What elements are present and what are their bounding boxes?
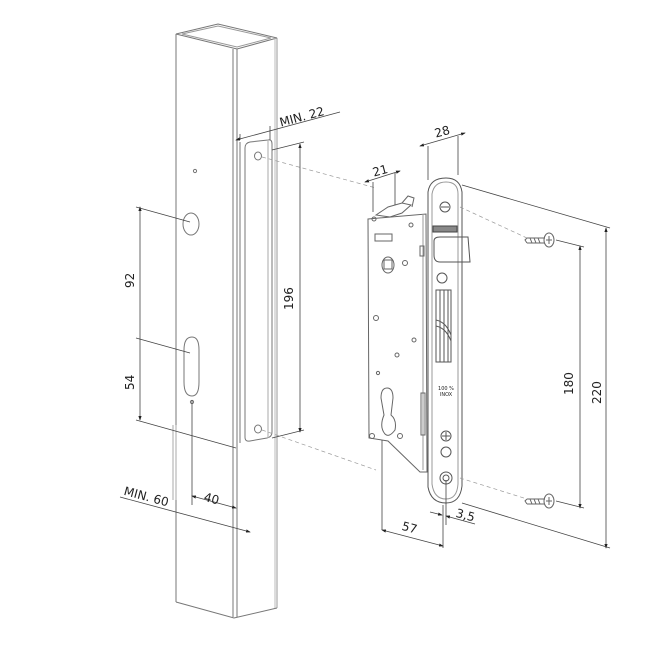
inox-line1: 100 % — [438, 386, 454, 392]
dim-220: 220 — [590, 381, 604, 404]
post-slot-plate — [239, 139, 273, 443]
inox-line2: INOX — [439, 392, 453, 398]
dim-180: 180 — [562, 372, 576, 395]
inox-marking: 100 % INOX — [434, 386, 458, 398]
lock-case — [367, 195, 428, 473]
lock-faceplate — [427, 177, 471, 504]
gate-post — [172, 23, 278, 619]
dim-54: 54 — [123, 374, 137, 390]
projection-lines — [261, 156, 528, 500]
dimension-lines — [119, 111, 611, 549]
screw-bottom — [524, 493, 555, 509]
screw-top — [524, 232, 555, 248]
dim-92: 92 — [123, 272, 137, 288]
dim-196: 196 — [282, 287, 296, 310]
